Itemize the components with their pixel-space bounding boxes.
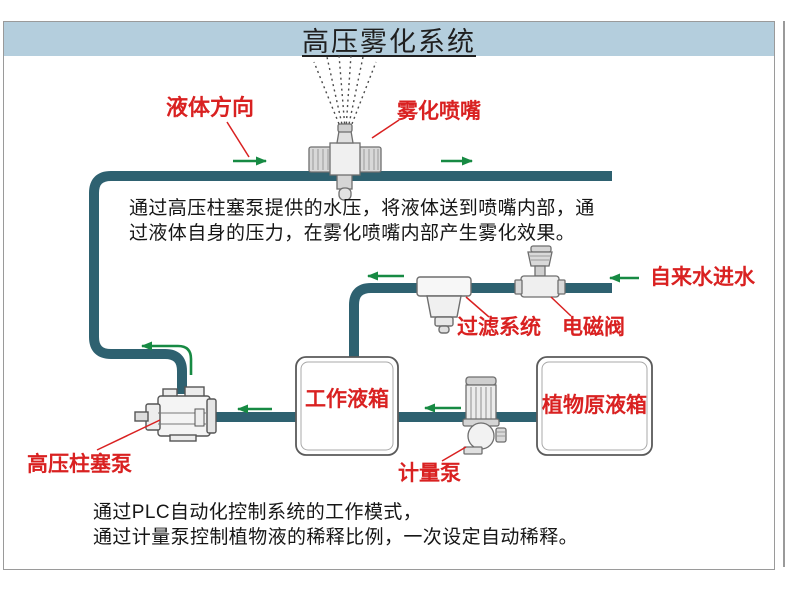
label-liquid-direction: 液体方向	[166, 95, 255, 120]
page-title: 高压雾化系统	[302, 26, 476, 57]
leader-line-icon	[371, 119, 400, 139]
leader-line-icon	[96, 419, 161, 451]
leader-line-icon	[550, 296, 572, 317]
spray-nozzle-icon	[308, 123, 382, 201]
solenoid-valve-icon	[514, 245, 566, 298]
slide-canvas: 高压雾化系统	[3, 21, 775, 570]
note-line: 过液体自身的压力，在雾化喷嘴内部产生雾化效果。	[129, 223, 576, 244]
flow-arrows	[141, 156, 639, 414]
leader-line-icon	[226, 121, 250, 158]
next-page-edge	[783, 21, 787, 567]
spray-lines	[313, 54, 377, 130]
leader-line-icon	[465, 296, 490, 318]
label-solenoid-valve: 电磁阀	[562, 316, 625, 339]
working-tank-box	[295, 356, 399, 456]
slide-title-bar: 高压雾化系统	[4, 22, 774, 57]
metering-pump-icon	[462, 376, 507, 455]
label-plunger-pump: 高压柱塞泵	[27, 453, 132, 476]
note-plc-explanation: 通过PLC自动化控制系统的工作模式， 通过计量泵控制植物液的稀释比例，一次设定自…	[93, 500, 578, 550]
note-line: 通过高压柱塞泵提供的水压，将液体送到喷嘴内部，通	[129, 198, 595, 219]
filter-icon	[416, 276, 472, 334]
note-pressure-explanation: 通过高压柱塞泵提供的水压，将液体送到喷嘴内部，通 过液体自身的压力，在雾化喷嘴内…	[129, 196, 595, 246]
plant-stock-tank-box	[536, 356, 653, 456]
pipe-tap-water-inlet	[349, 283, 612, 358]
pipe-main-loop	[89, 171, 612, 394]
plunger-pump-icon	[134, 386, 217, 442]
label-nozzle: 雾化喷嘴	[397, 100, 481, 123]
leader-line-icon	[441, 446, 467, 462]
label-tap-water-inlet: 自来水进水	[650, 266, 755, 289]
label-metering-pump: 计量泵	[398, 462, 461, 485]
leader-lines	[96, 119, 572, 462]
label-working-tank: 工作液箱	[305, 388, 389, 411]
note-line: 通过计量泵控制植物液的稀释比例，一次设定自动稀释。	[93, 527, 579, 548]
label-filter-system: 过滤系统	[457, 316, 541, 339]
note-line: 通过PLC自动化控制系统的工作模式，	[93, 502, 423, 523]
label-plant-stock-tank: 植物原液箱	[542, 394, 647, 417]
pipe-network	[89, 171, 612, 422]
flow-arrow-icon	[141, 341, 193, 375]
